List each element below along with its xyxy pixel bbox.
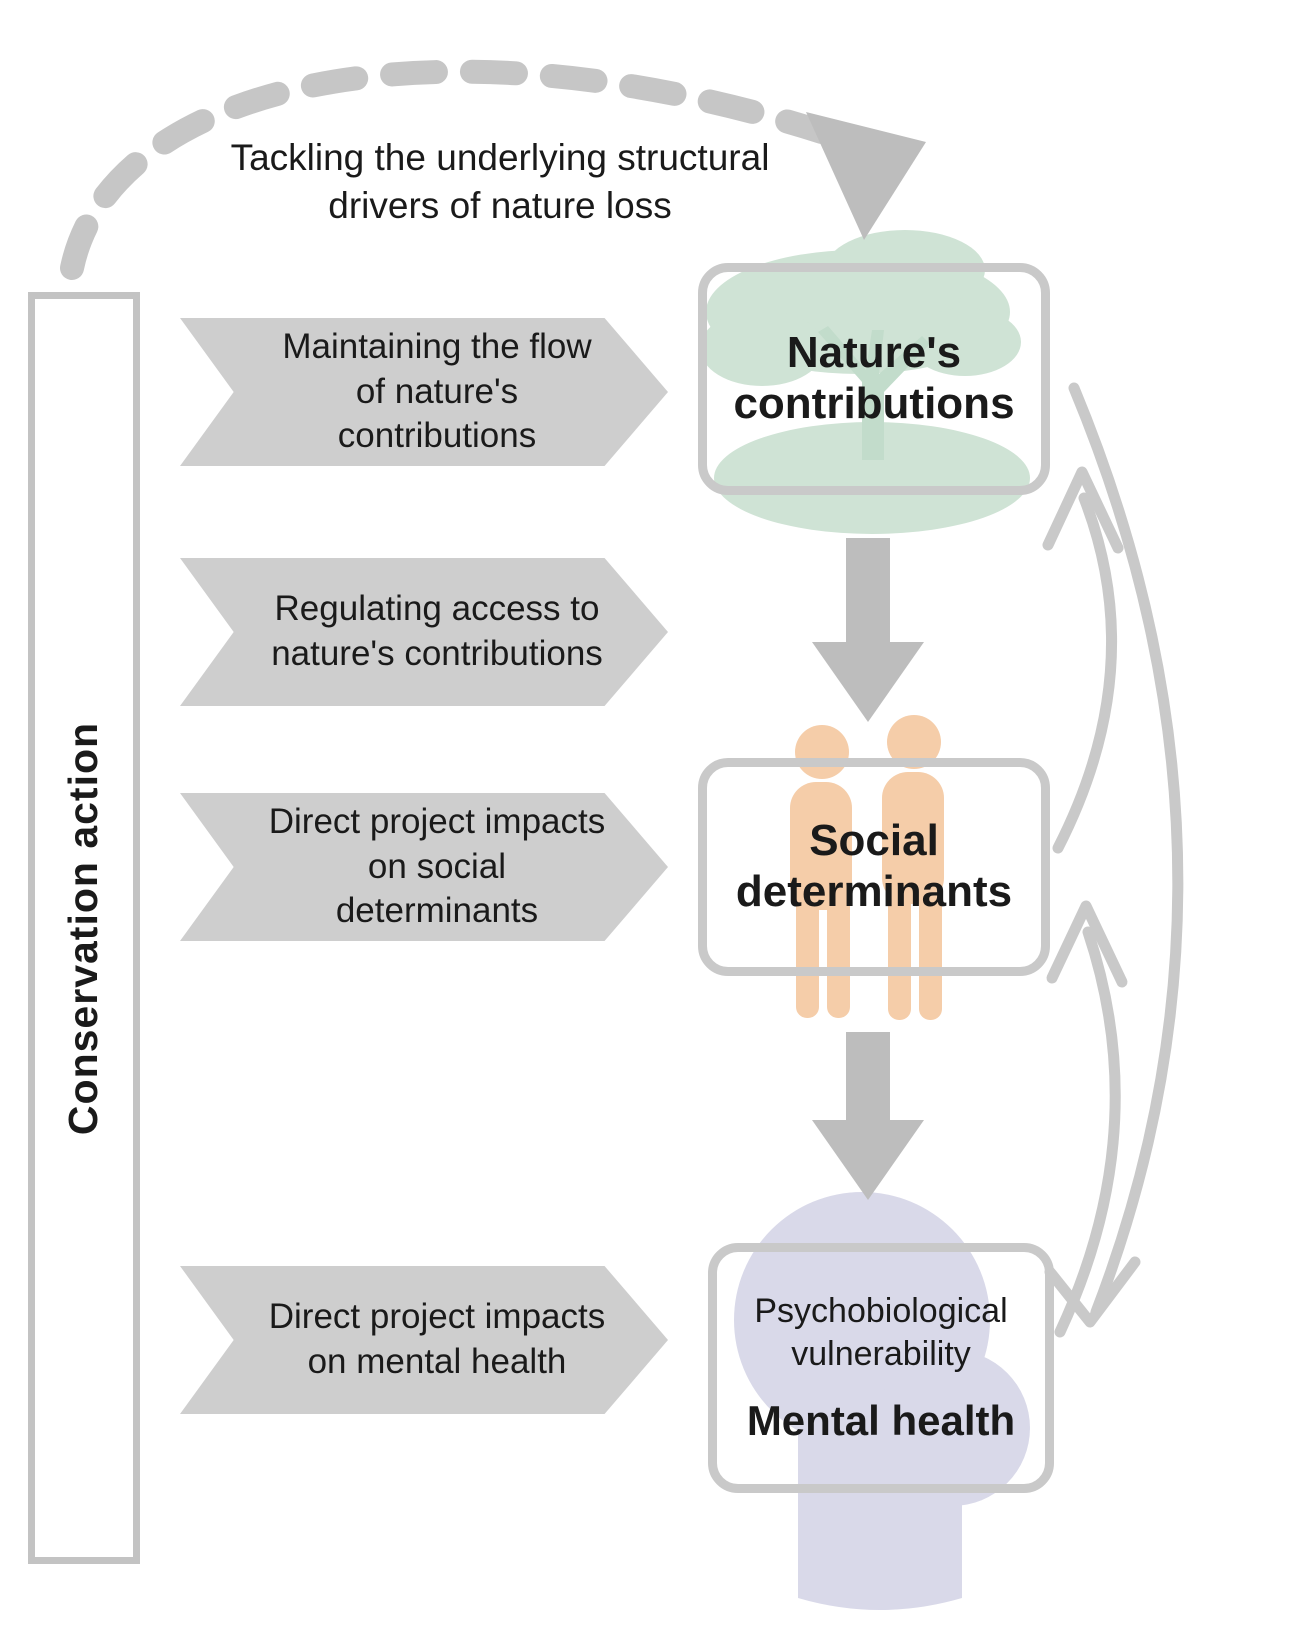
structural-drivers-label: Tackling the underlying structural drive… xyxy=(230,137,770,227)
down-arrow-nature-to-social xyxy=(812,538,924,722)
box-title: Nature's contributions xyxy=(733,328,1015,428)
feedback-arrow-mental-to-social xyxy=(1046,900,1128,1338)
feedback-arrow-social-to-nature xyxy=(1042,466,1124,854)
conservation-action-bar: Conservation action xyxy=(28,292,140,1564)
box-title: Mental health xyxy=(746,1397,1016,1445)
box-mental-health: Psychobiological vulnerability Mental he… xyxy=(708,1243,1054,1493)
action-label-text: Maintaining the flow of nature's contrib… xyxy=(282,326,592,456)
tree-icon xyxy=(700,230,1030,534)
dashed-arc-arrow xyxy=(60,59,926,280)
action-label-maintaining-flow: Maintaining the flow of nature's contrib… xyxy=(180,318,668,466)
action-label-impacts-social: Direct project impacts on social determi… xyxy=(180,793,668,941)
box-title: Social determinants xyxy=(735,816,1013,916)
people-icon xyxy=(790,715,944,1020)
feedback-arrow-outer xyxy=(1044,382,1184,1328)
box-subtitle: Psychobiological vulnerability xyxy=(754,1292,1008,1373)
conservation-action-label: Conservation action xyxy=(60,721,107,1135)
head-profile-icon xyxy=(734,1192,1030,1610)
action-label-text: Direct project impacts on mental health xyxy=(268,1297,606,1381)
action-label-text: Regulating access to nature's contributi… xyxy=(271,589,603,673)
action-label-text: Direct project impacts on social determi… xyxy=(268,801,606,931)
box-social-determinants: Social determinants xyxy=(698,758,1050,976)
dashed-arc-arrowhead xyxy=(806,112,926,240)
action-label-impacts-mental: Direct project impacts on mental health xyxy=(180,1266,668,1414)
box-natures-contributions: Nature's contributions xyxy=(698,263,1050,495)
action-label-regulating-access: Regulating access to nature's contributi… xyxy=(180,558,668,706)
down-arrow-social-to-mental xyxy=(812,1032,924,1200)
